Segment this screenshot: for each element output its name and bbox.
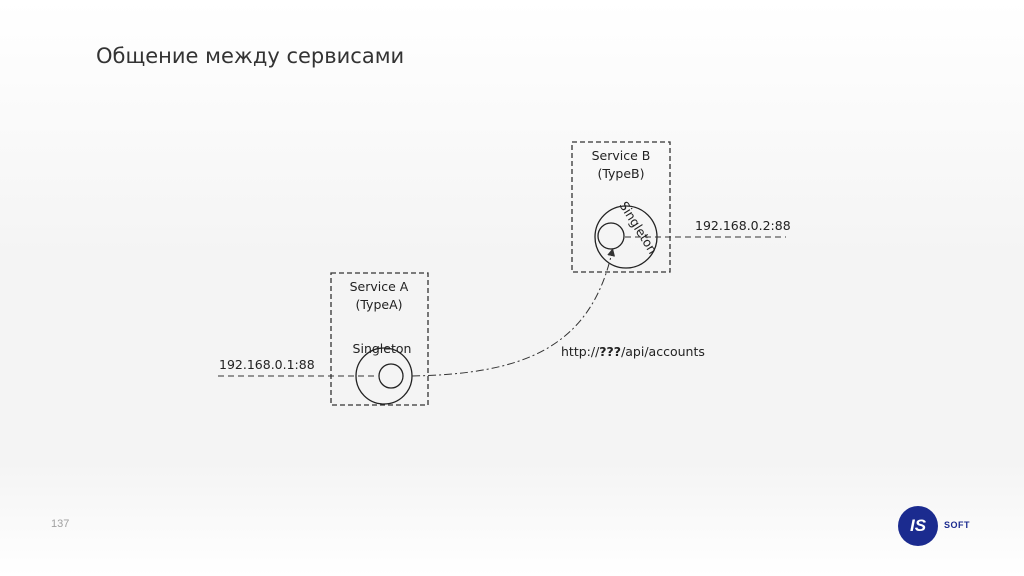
request-url-host: ???	[599, 344, 621, 359]
service-b-instance-circle	[597, 222, 625, 250]
service-b-name: Service B	[592, 148, 651, 163]
service-b-box	[571, 141, 671, 273]
service-a-name: Service A	[350, 279, 409, 294]
service-a-box	[330, 272, 429, 406]
service-b-singleton-label: Singleton	[616, 199, 660, 257]
slide-title: Общение между сервисами	[96, 44, 405, 68]
service-a-instance-circle	[378, 363, 404, 389]
request-url-path: /api/accounts	[621, 344, 705, 359]
request-connector	[411, 248, 616, 377]
logo-word: SOFT	[944, 520, 970, 530]
logo-mark: IS	[898, 506, 938, 546]
service-a-address: 192.168.0.1:88	[219, 357, 315, 372]
service-a-type: (TypeA)	[355, 297, 402, 312]
request-url: http://???/api/accounts	[561, 344, 705, 359]
service-b-type: (TypeB)	[597, 166, 644, 181]
service-b-address: 192.168.0.2:88	[695, 218, 791, 233]
request-url-prefix: http://	[561, 344, 600, 359]
page-number: 137	[51, 518, 70, 530]
issoft-logo: IS SOFT	[898, 506, 978, 546]
